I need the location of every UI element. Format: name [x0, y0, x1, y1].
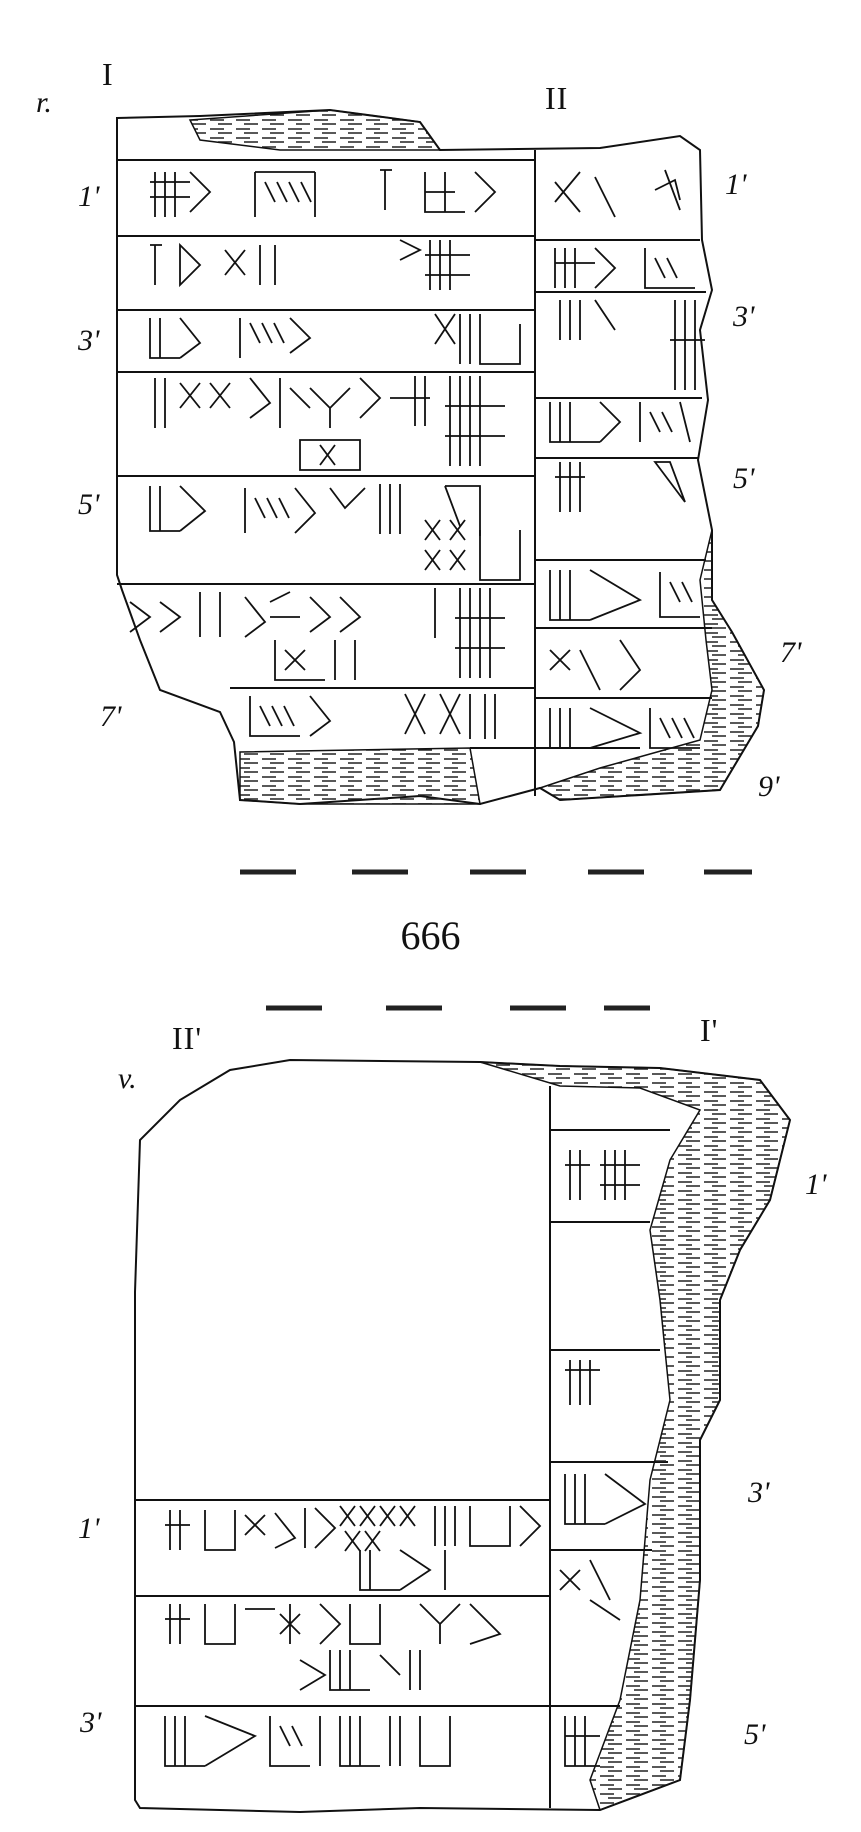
obverse-damage-bottom-left — [239, 747, 481, 805]
obverse-damage-top — [188, 109, 442, 151]
obverse-right-line-5: 5' — [733, 462, 755, 495]
reverse-column-i-label: I' — [700, 1012, 719, 1048]
reverse-left-line-1: 1' — [78, 1512, 100, 1545]
reverse-right-line-1: 1' — [805, 1168, 827, 1201]
obverse-right-line-1: 1' — [725, 168, 747, 201]
obverse-right-line-9: 9' — [758, 770, 780, 803]
reverse-left-line-3: 3' — [80, 1706, 102, 1739]
reverse-tablet — [134, 1058, 792, 1814]
obverse-left-line-1: 1' — [78, 180, 100, 213]
obverse-right-line-3: 3' — [733, 300, 755, 333]
page-number: 666 — [400, 913, 461, 958]
obverse-face-label: r. — [36, 86, 52, 119]
reverse-column-ii-label: II' — [172, 1020, 203, 1056]
obverse-left-line-5: 5' — [78, 488, 100, 521]
reverse-face-label: v. — [118, 1062, 137, 1095]
obverse-right-line-7: 7' — [780, 636, 802, 669]
obverse-column-ii-label: II — [545, 80, 569, 116]
reverse-right-line-3: 3' — [748, 1476, 770, 1509]
obverse-damage-right — [538, 529, 765, 801]
reverse-damage-right — [479, 1061, 791, 1811]
reverse-signs — [164, 1150, 647, 1767]
obverse-column-i-label: I — [102, 56, 114, 92]
reverse-right-line-5: 5' — [744, 1718, 766, 1751]
obverse-tablet — [116, 108, 766, 806]
obverse-left-line-3: 3' — [78, 324, 100, 357]
obverse-left-line-7: 7' — [100, 700, 122, 733]
obverse-signs — [129, 169, 705, 749]
